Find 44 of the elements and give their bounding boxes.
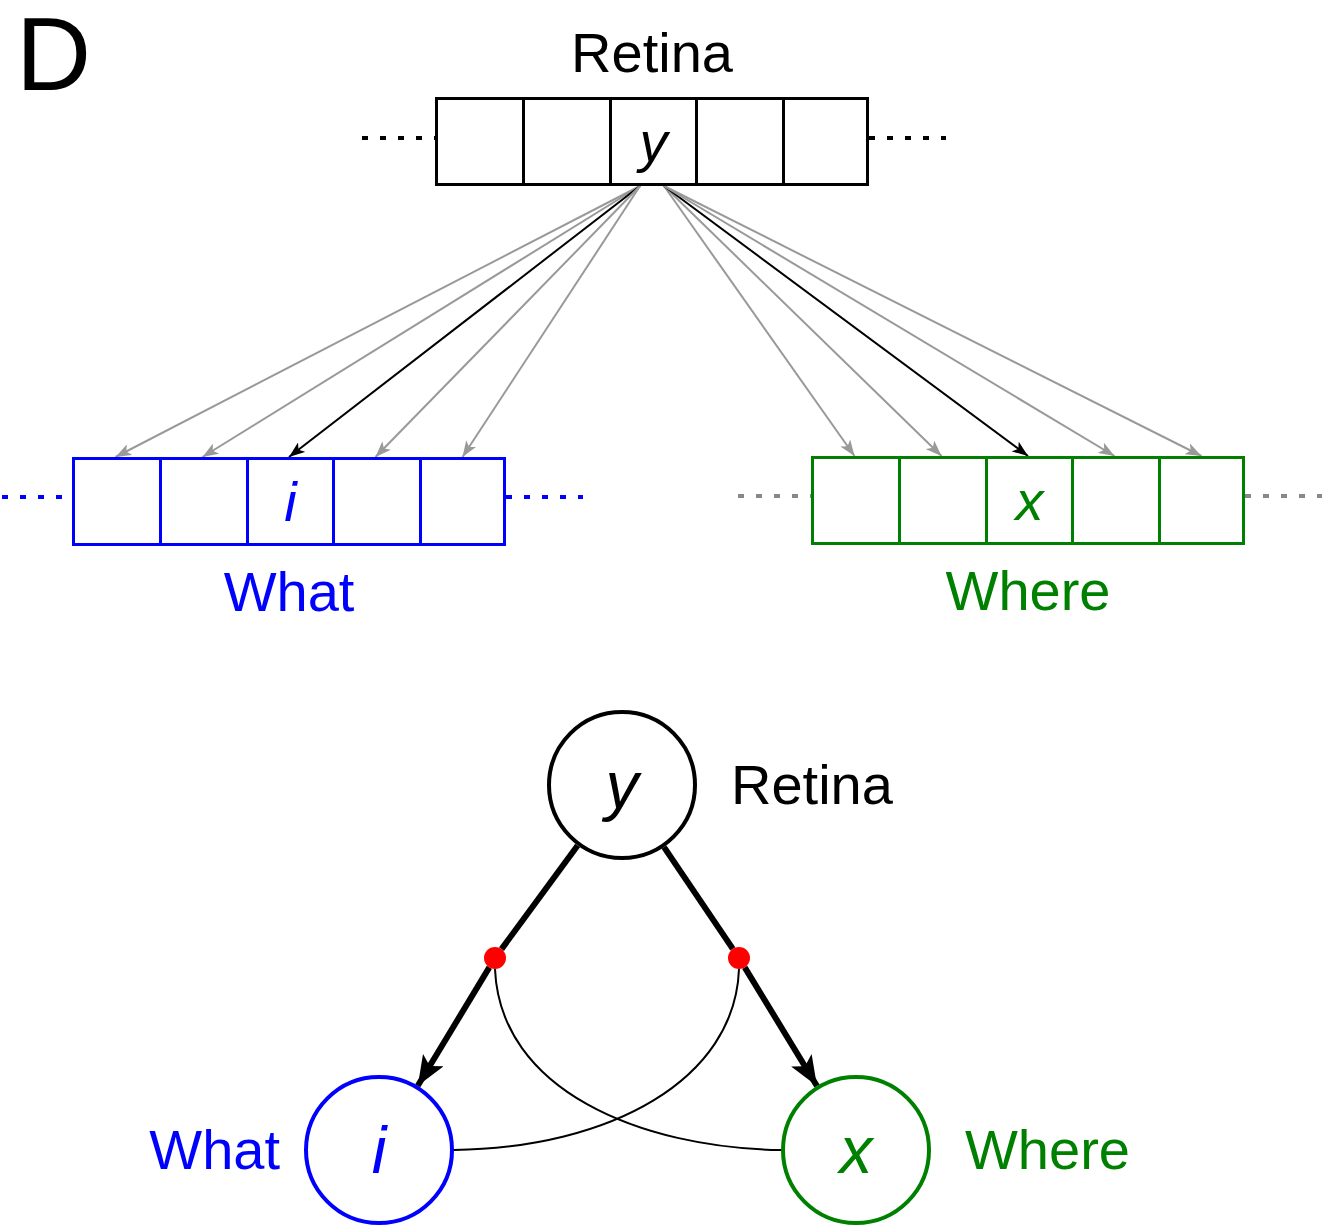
array-cell [72,457,162,546]
array-cell [159,457,249,546]
array-cell [609,97,698,186]
arrow [663,185,943,457]
junction-dot [728,947,750,969]
arrow [374,185,641,458]
array-cell [985,456,1074,545]
junction-dot [484,947,506,969]
variable-label: i [284,473,297,530]
array-label: What [223,564,355,620]
array-cell [1158,456,1245,545]
arrow [461,185,641,458]
variable-label: x [1015,472,1044,529]
arrow [415,965,492,1088]
array-cell [898,456,988,545]
connector-line [494,968,782,1151]
arrow [663,185,1116,457]
array-cell [811,456,901,545]
arrow [742,965,820,1088]
variable-circle [547,710,697,860]
panel-letter: D [16,2,92,106]
array-label: Where [945,563,1111,619]
variable-label: i [371,1117,387,1183]
connector-line [499,843,581,951]
array-cell [332,457,422,546]
array-cell [246,457,335,546]
array-cell [435,97,525,186]
variable-label: x [839,1117,873,1183]
array-label: Retina [571,25,733,81]
array-cell [522,97,612,186]
array-cell [419,457,506,546]
node-caption: What [149,1122,280,1178]
array-cell [1071,456,1161,545]
variable-circle [781,1075,931,1225]
arrow [663,185,1203,457]
arrow [663,185,1029,457]
variable-circle [304,1075,454,1225]
array-cell [695,97,785,186]
node-caption: Retina [731,757,893,813]
connector-line [661,845,736,951]
connector-line [453,968,740,1151]
node-caption: Where [965,1122,1130,1178]
arrow [201,185,641,458]
array-cell [782,97,869,186]
